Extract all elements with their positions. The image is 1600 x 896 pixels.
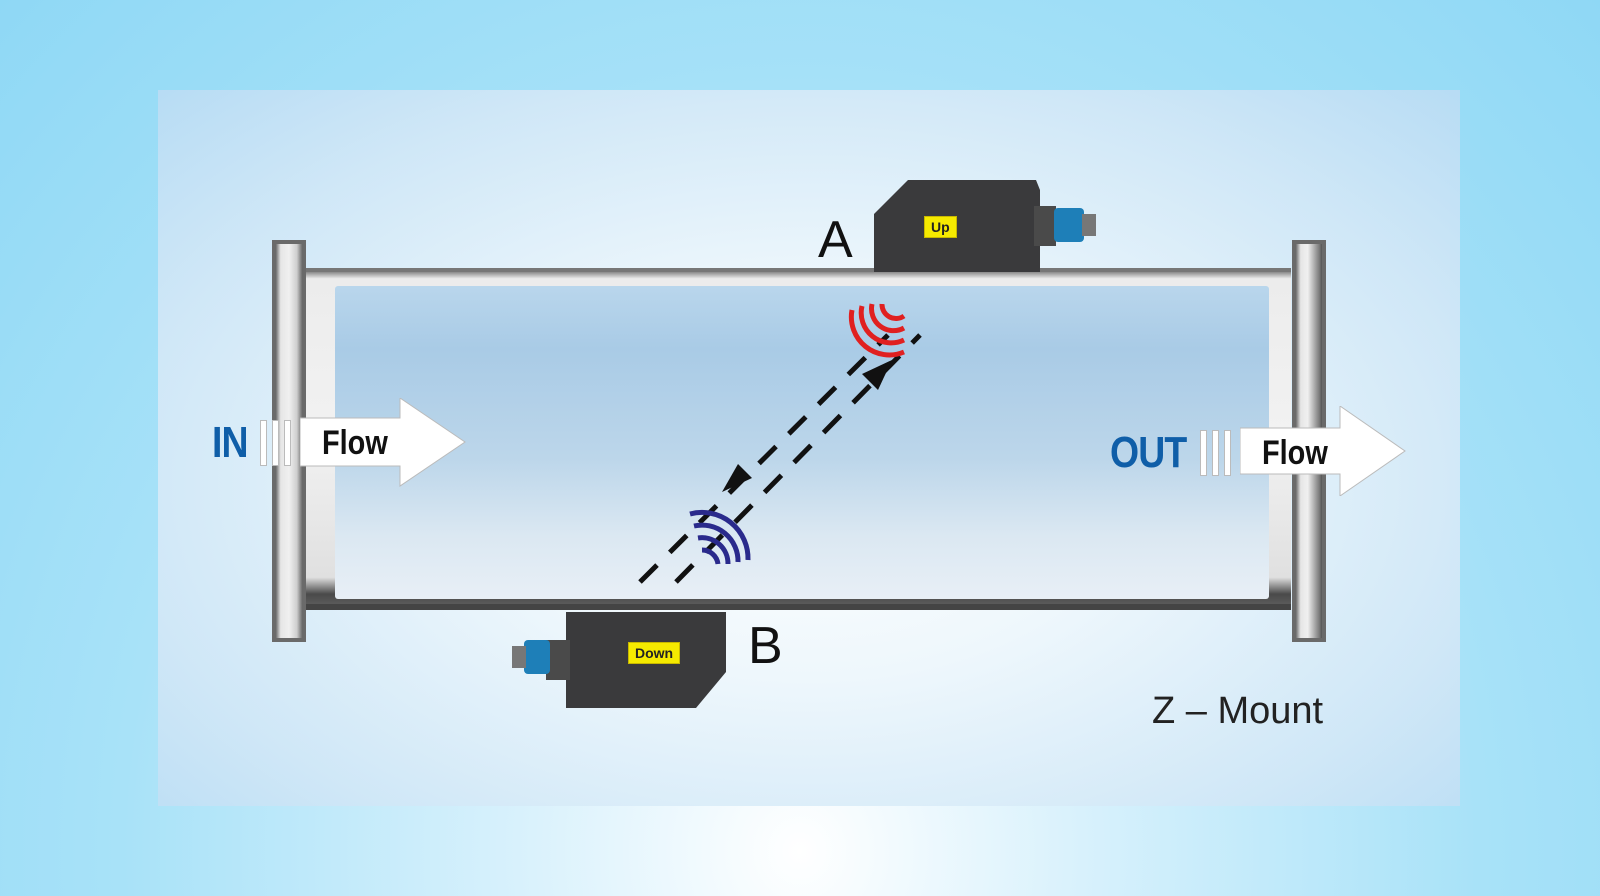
sensor-up-icon xyxy=(874,180,1096,272)
transducer-a[interactable]: Up xyxy=(874,180,1096,272)
outlet-flow-arrow-icon xyxy=(1240,406,1406,496)
outlet-stripes xyxy=(1200,430,1231,476)
transducer-b[interactable]: B Down xyxy=(510,612,730,708)
inlet-flow-arrow-icon xyxy=(300,398,466,487)
inlet-flow-text: Flow xyxy=(322,424,388,462)
sensor-down-label: Down xyxy=(628,642,681,664)
transducer-a-letter: A xyxy=(818,211,853,269)
mount-type-label: Z – Mount xyxy=(1152,690,1324,732)
transducer-b-letter: B xyxy=(748,617,783,675)
sensor-down-icon xyxy=(512,612,726,708)
inlet-label: IN xyxy=(212,418,249,467)
sensor-up-label: Up xyxy=(924,216,957,238)
outlet-flow-text: Flow xyxy=(1262,434,1328,472)
inlet-stripes xyxy=(260,420,291,466)
pipe-interior xyxy=(335,286,1269,599)
outlet-label: OUT xyxy=(1110,428,1187,477)
